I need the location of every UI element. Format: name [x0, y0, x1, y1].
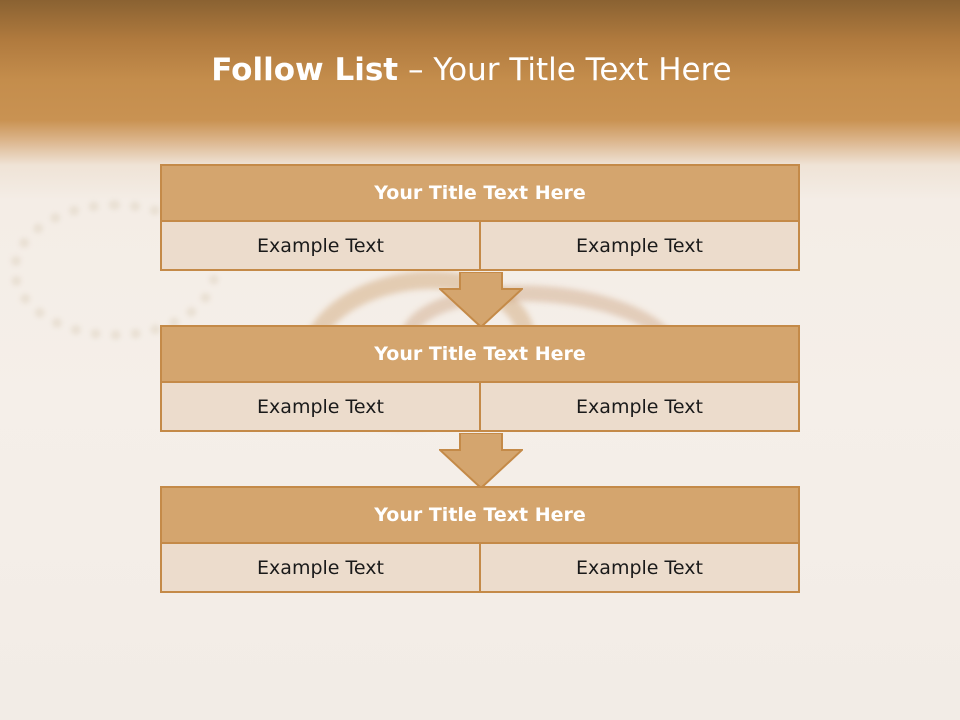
step-row: Example Text Example Text: [162, 383, 798, 430]
step-cell-right[interactable]: Example Text: [479, 222, 798, 269]
step-box-1[interactable]: Your Title Text Here Example Text Exampl…: [160, 164, 800, 271]
step-cell-left[interactable]: Example Text: [162, 544, 479, 591]
step-cell-left[interactable]: Example Text: [162, 222, 479, 269]
step-box-3[interactable]: Your Title Text Here Example Text Exampl…: [160, 486, 800, 593]
step-cell-right[interactable]: Example Text: [479, 544, 798, 591]
step-cell-right[interactable]: Example Text: [479, 383, 798, 430]
down-arrow-icon: [439, 433, 523, 489]
step-cell-left[interactable]: Example Text: [162, 383, 479, 430]
down-arrow-icon: [439, 272, 523, 328]
step-title[interactable]: Your Title Text Here: [162, 327, 798, 383]
step-box-2[interactable]: Your Title Text Here Example Text Exampl…: [160, 325, 800, 432]
step-row: Example Text Example Text: [162, 222, 798, 269]
slide-title-bold: Follow List: [211, 52, 399, 88]
step-title[interactable]: Your Title Text Here: [162, 488, 798, 544]
slide-title-rest: – Your Title Text Here: [398, 52, 732, 88]
step-row: Example Text Example Text: [162, 544, 798, 591]
slide-title[interactable]: Follow List – Your Title Text Here: [0, 52, 943, 88]
step-title[interactable]: Your Title Text Here: [162, 166, 798, 222]
